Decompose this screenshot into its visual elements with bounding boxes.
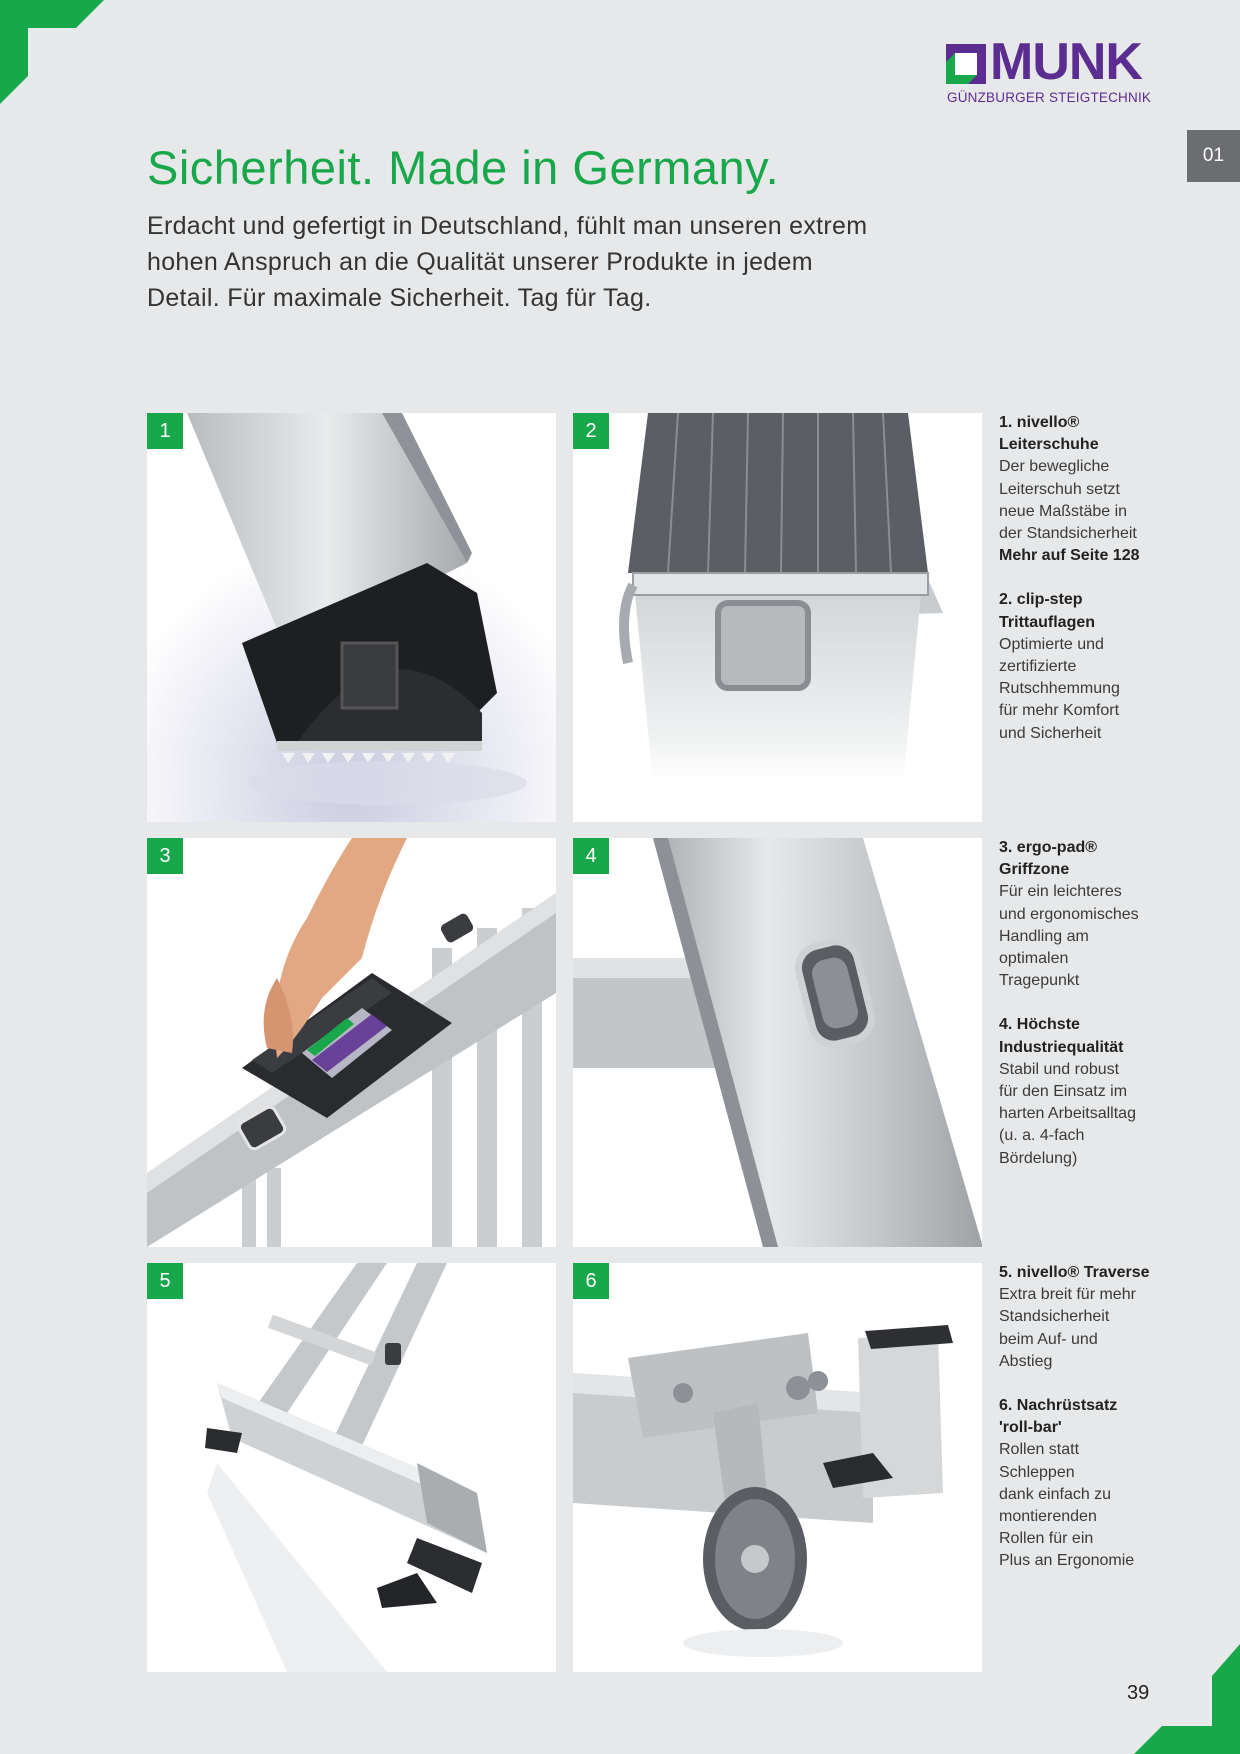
feature-descriptions-bottom: 5. nivello® Traverse Extra breit für meh… [999, 1262, 1199, 1595]
grip-zone-photo-icon [147, 838, 556, 1247]
feature-text-4: 4. Höchste Industriequalität Stabil und … [999, 1014, 1199, 1169]
feature-image-5: 5 [147, 1263, 556, 1672]
feature-body: Stabil und robust für den Einsatz im har… [999, 1060, 1136, 1167]
feature-image-2: 2 [573, 413, 982, 822]
chapter-tab: 01 [1187, 130, 1240, 182]
page-reference-link[interactable]: Mehr auf Seite 128 [999, 547, 1140, 565]
ladder-shoe-photo-icon [147, 413, 556, 822]
feature-number-badge: 4 [573, 838, 609, 874]
feature-heading: 6. Nachrüstsatz 'roll-bar' [999, 1397, 1118, 1437]
page-title: Sicherheit. Made in Germany. [147, 141, 780, 194]
feature-heading: 4. Höchste Industriequalität [999, 1016, 1124, 1056]
feature-number-badge: 2 [573, 413, 609, 449]
feature-image-4: 4 [573, 838, 982, 1247]
corner-decoration-top-left [0, 0, 104, 104]
feature-text-2: 2. clip-step Trittauflagen Optimierte un… [999, 589, 1199, 744]
step-profile-photo-icon [573, 413, 982, 822]
feature-image-1: 1 [147, 413, 556, 822]
feature-descriptions-top: 1. nivello® Leiterschuhe Der bewegliche … [999, 412, 1199, 767]
feature-body: Der bewegliche Leiterschuh setzt neue Ma… [999, 458, 1137, 543]
corner-decoration-bottom-right [1134, 1644, 1240, 1754]
roll-bar-photo-icon [573, 1263, 982, 1672]
feature-text-6: 6. Nachrüstsatz 'roll-bar' Rollen statt … [999, 1395, 1199, 1573]
page-number: 39 [1127, 1682, 1150, 1704]
feature-number-badge: 1 [147, 413, 183, 449]
feature-text-3: 3. ergo-pad® Griffzone Für ein leichtere… [999, 837, 1199, 992]
feature-number-badge: 5 [147, 1263, 183, 1299]
feature-heading: 3. ergo-pad® Griffzone [999, 839, 1098, 879]
traverse-photo-icon [147, 1263, 556, 1672]
logo-wordmark: MUNK [990, 33, 1143, 91]
munk-logo: MUNK GÜNZBURGER STEIGTECHNIK [946, 36, 1156, 108]
feature-body: Rollen statt Schleppen dank einfach zu m… [999, 1441, 1135, 1570]
feature-text-1: 1. nivello® Leiterschuhe Der bewegliche … [999, 412, 1199, 567]
industrial-quality-photo-icon [573, 838, 982, 1247]
feature-number-badge: 3 [147, 838, 183, 874]
feature-body: Extra breit für mehr Standsicherheit bei… [999, 1286, 1136, 1370]
feature-image-6: 6 [573, 1263, 982, 1672]
logo-tagline: GÜNZBURGER STEIGTECHNIK [947, 90, 1152, 105]
intro-text: Erdacht und gefertigt in Deutschland, fü… [147, 212, 868, 312]
feature-descriptions-middle: 3. ergo-pad® Griffzone Für ein leichtere… [999, 837, 1199, 1192]
feature-body: Für ein leichteres und ergonomisches Han… [999, 883, 1139, 990]
feature-heading: 5. nivello® Traverse [999, 1264, 1150, 1281]
feature-text-5: 5. nivello® Traverse Extra breit für meh… [999, 1262, 1199, 1373]
feature-heading: 1. nivello® Leiterschuhe [999, 414, 1099, 454]
feature-number-badge: 6 [573, 1263, 609, 1299]
munk-logo-mark-icon [946, 44, 986, 84]
feature-image-3: 3 [147, 838, 556, 1247]
feature-heading: 2. clip-step Trittauflagen [999, 591, 1096, 631]
feature-body: Optimierte und zertifizierte Rutschhemmu… [999, 635, 1120, 742]
